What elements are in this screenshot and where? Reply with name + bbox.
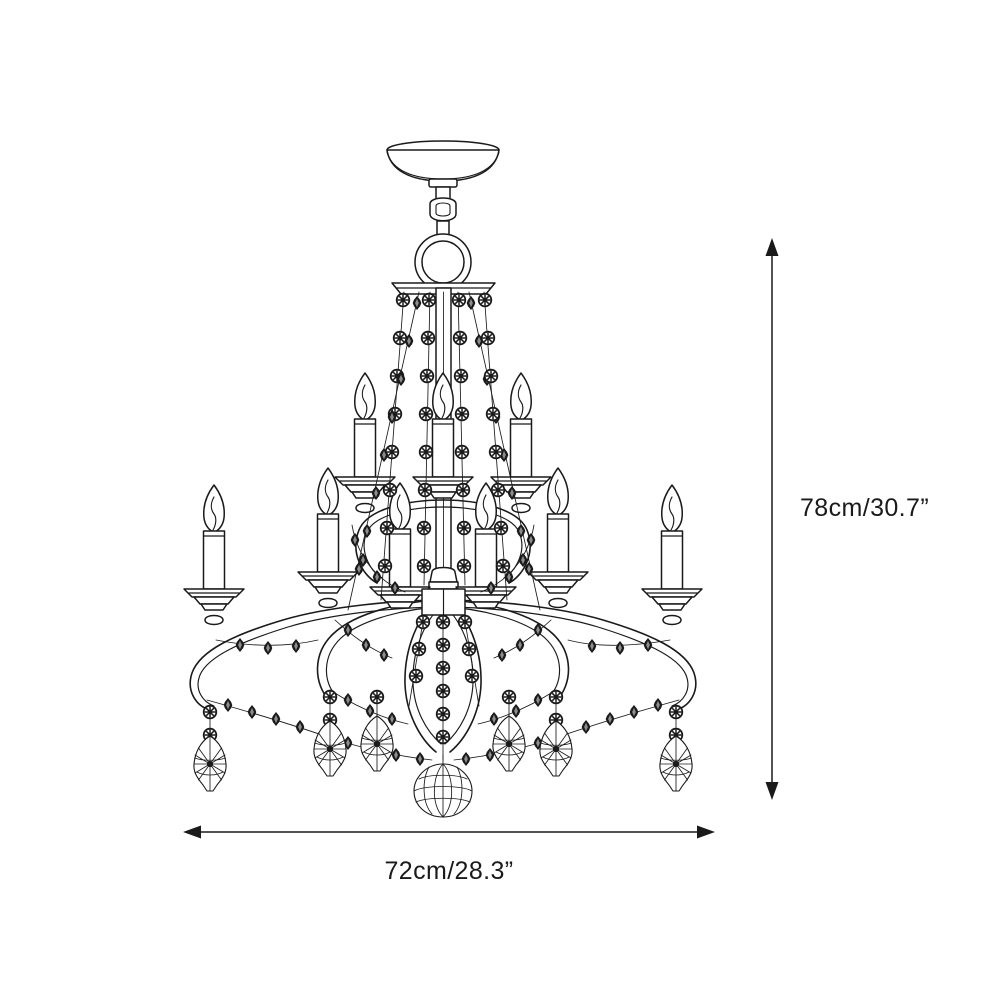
bead-strand-lower-left: [408, 614, 431, 707]
bead-strand-rosette-center-left: [416, 291, 437, 586]
faceted-ball-finial: [413, 754, 473, 818]
bead-strand-lower-right: [457, 614, 480, 707]
bead-strand-rosette-left: [377, 291, 411, 601]
bead-strand-octagon-right: [466, 291, 541, 611]
hanging-ring: [414, 233, 472, 291]
crystal-drop-far-right: [659, 704, 693, 792]
crystal-drop-inner-right: [492, 689, 526, 772]
dimension-height: 78cm/30.7”: [765, 238, 929, 800]
candle-lower-far-right: [641, 484, 703, 626]
swag-arm-link-left: [334, 619, 393, 662]
swag-arm-link-right: [493, 619, 552, 662]
crystal-drop-inner-left: [360, 689, 394, 772]
swag-upper-right: [480, 524, 536, 595]
beaded-chain-strands: [347, 291, 541, 761]
crystal-drops: [193, 689, 693, 792]
height-dimension-label: 78cm/30.7”: [800, 494, 929, 522]
swag-mid-right-to-far-right: [567, 638, 671, 655]
candle-upper-center: [412, 372, 474, 499]
swag-upper-left: [350, 524, 406, 595]
candle-lower-far-left: [183, 484, 245, 626]
width-dimension-label: 72cm/28.3”: [384, 857, 513, 885]
crystal-drop-mid-left: [313, 689, 347, 777]
center-hub-block: [421, 588, 466, 616]
crystal-drop-far-left: [193, 704, 227, 792]
bead-strand-rosette-center-right: [451, 291, 472, 586]
ceiling-canopy: [386, 140, 500, 188]
swag-inner-right: [477, 689, 557, 726]
dimension-width: 72cm/28.3”: [183, 825, 715, 885]
bead-strand-octagon-left: [347, 291, 422, 611]
bead-strand-rosette-right: [477, 291, 511, 601]
crystal-drop-mid-right: [539, 689, 573, 777]
bead-strand-center-lower: [435, 614, 451, 761]
swag-far-left-to-mid-left: [215, 638, 319, 655]
swag-inner-left: [329, 689, 409, 726]
